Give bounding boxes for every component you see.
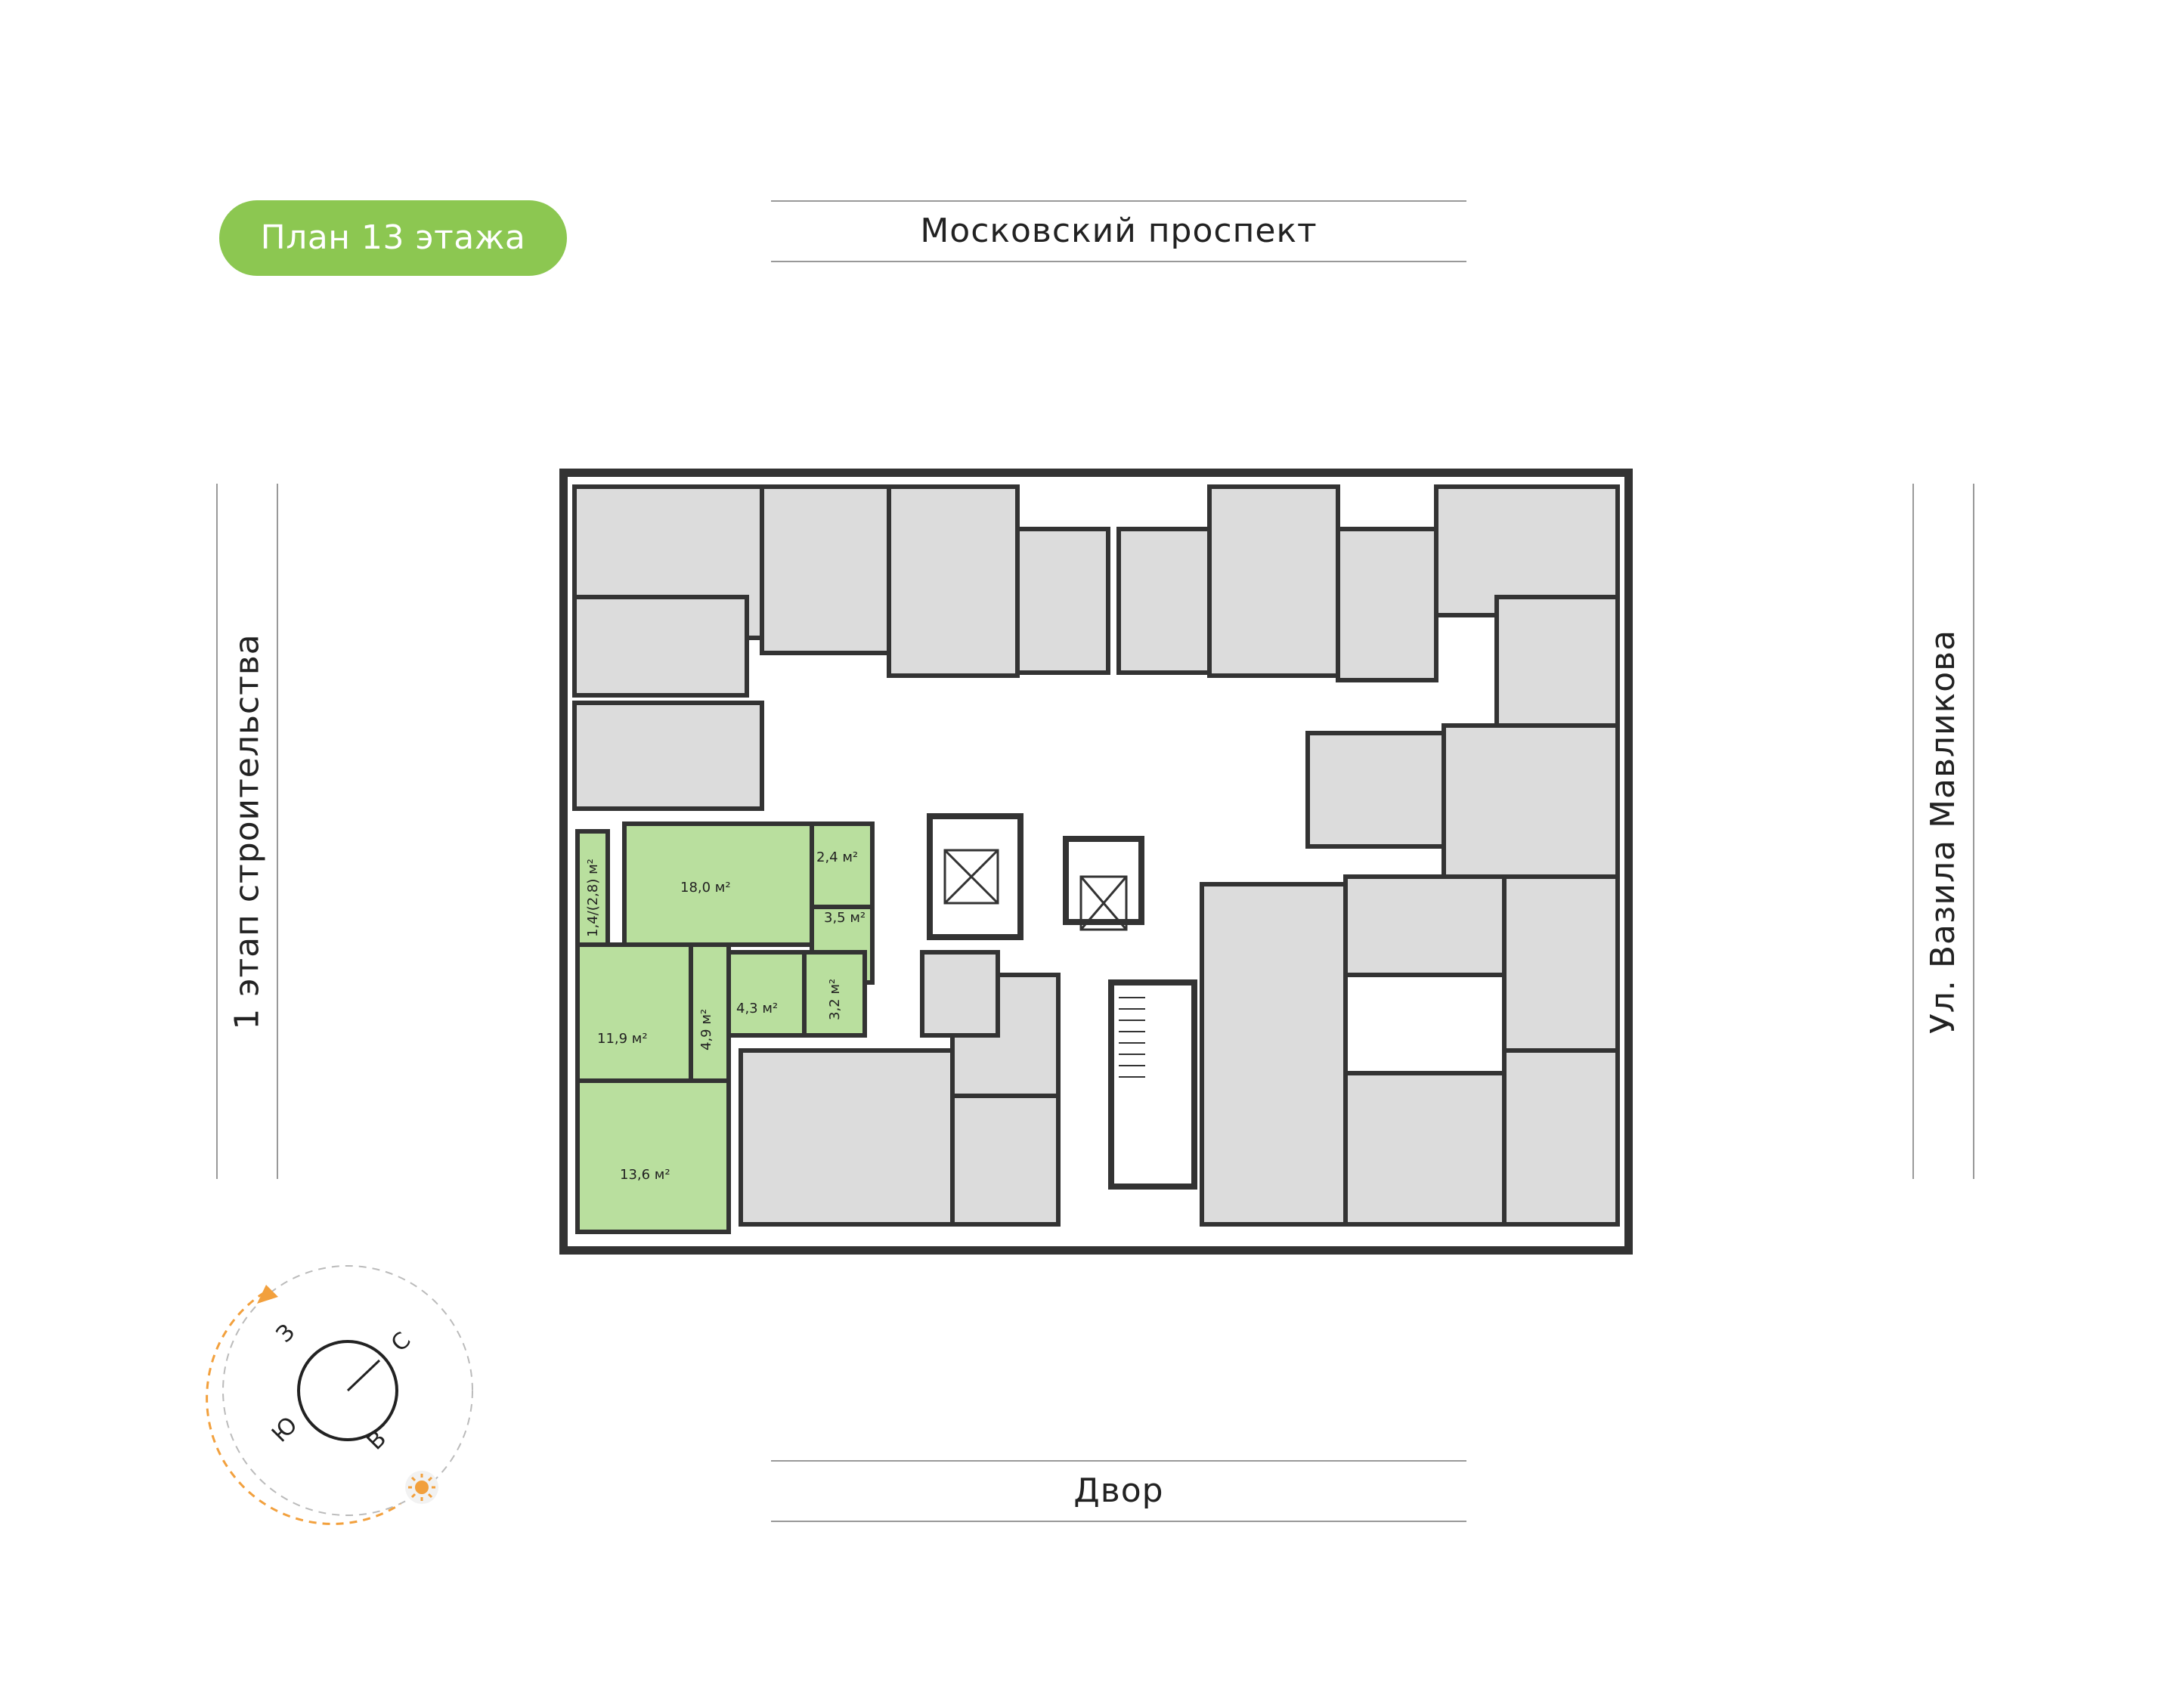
compass-north: С	[386, 1327, 417, 1357]
floor-plan: 18,0 м² 2,4 м² 3,5 м² 1,4/(2,8) м² 11,9 …	[559, 469, 1633, 1255]
selected-apartment[interactable]	[575, 822, 875, 1234]
room-hall-small	[810, 822, 875, 909]
label-bathroom: 4,3 м²	[736, 1001, 778, 1016]
compass-needle	[346, 1359, 381, 1392]
sun-path-arc	[206, 1291, 401, 1525]
compass-east: В	[362, 1425, 392, 1455]
staircase	[1119, 997, 1145, 1078]
label-balcony: 1,4/(2,8) м²	[585, 859, 601, 937]
compass-orbit	[222, 1265, 473, 1516]
street-left: 1 этап строительства	[216, 484, 278, 1179]
street-left-label: 1 этап строительства	[228, 633, 267, 1030]
street-right-label: Ул. Вазила Мавликова	[1924, 629, 1963, 1034]
room-bathroom	[726, 950, 807, 1038]
label-living: 18,0 м²	[680, 880, 731, 896]
room-balcony	[575, 829, 610, 947]
street-bottom: Двор	[771, 1460, 1466, 1522]
room-bedroom1	[575, 942, 693, 1083]
compass-south: Ю	[267, 1412, 303, 1448]
label-bedroom1: 11,9 м²	[597, 1031, 648, 1047]
elevator-shafts	[943, 849, 1128, 931]
street-top-label: Московский проспект	[920, 212, 1318, 250]
other-apartments	[572, 484, 1620, 1227]
label-wc: 3,2 м²	[827, 979, 843, 1020]
compass-west: З	[271, 1319, 300, 1348]
room-wc	[802, 950, 867, 1038]
street-right: Ул. Вазила Мавликова	[1912, 484, 1974, 1179]
floor-title-badge: План 13 этажа	[219, 200, 567, 276]
central-core	[927, 813, 1197, 1190]
label-hall-small: 2,4 м²	[816, 849, 858, 865]
street-bottom-label: Двор	[1073, 1471, 1164, 1510]
compass: С З Ю В	[206, 1265, 473, 1525]
label-bedroom2: 13,6 м²	[620, 1167, 670, 1183]
compass-dial	[297, 1340, 398, 1441]
room-bedroom2	[575, 1078, 731, 1234]
sun-path-arrow-icon	[257, 1285, 278, 1304]
street-top: Московский проспект	[771, 200, 1466, 262]
sun-icon	[405, 1471, 438, 1504]
label-corridor: 4,9 м²	[698, 1009, 714, 1050]
label-hall: 3,5 м²	[824, 910, 866, 926]
